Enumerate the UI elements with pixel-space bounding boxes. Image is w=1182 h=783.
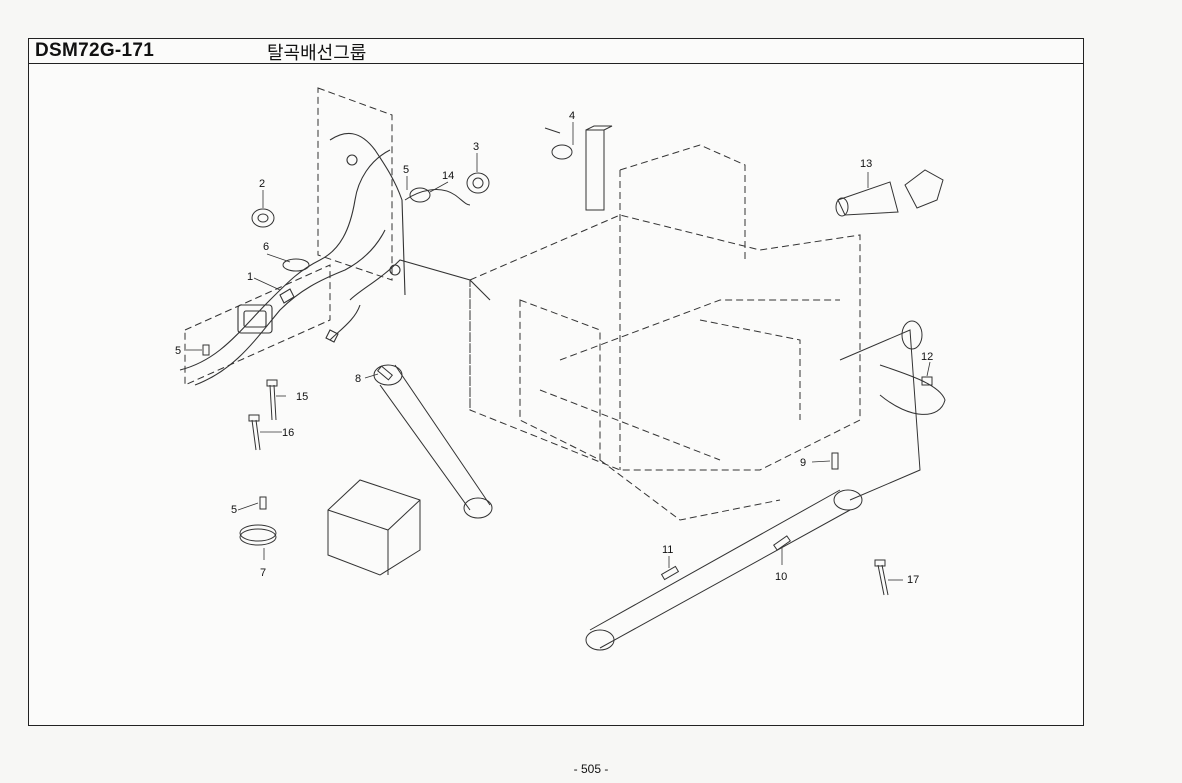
callout-14: 14 <box>442 170 454 182</box>
callout-6: 6 <box>263 241 269 253</box>
callout-11: 11 <box>662 544 673 556</box>
drawing-sheet: DSM72G-171 탈곡배선그룹 <box>28 38 1084 726</box>
callout-labels: 1 2 3 4 5 5 5 6 7 8 9 10 11 12 13 14 15 … <box>175 110 933 586</box>
page-number: - 505 - <box>573 762 609 776</box>
threshing-frame <box>469 144 861 521</box>
sensor-switch-4 <box>544 125 613 211</box>
callout-15: 15 <box>296 391 308 403</box>
belt-right <box>839 320 946 501</box>
sensor-10 <box>773 535 791 551</box>
belt-lower <box>585 489 863 651</box>
callout-17: 17 <box>907 574 919 586</box>
callout-8: 8 <box>355 373 361 385</box>
callout-13: 13 <box>860 158 872 170</box>
callout-7: 7 <box>260 567 266 579</box>
sensor-housing-13 <box>835 169 944 217</box>
hydraulic-tank <box>327 479 421 576</box>
clamp-7 <box>239 524 277 546</box>
callout-10: 10 <box>775 571 787 583</box>
sensor-11 <box>660 565 680 581</box>
bolt-17 <box>874 559 889 596</box>
grommet-2 <box>251 208 275 228</box>
wiring-panel <box>184 87 393 386</box>
belt-left <box>373 364 493 519</box>
callout-1: 1 <box>247 271 253 283</box>
band-6 <box>282 258 310 272</box>
clip-5-lower <box>259 496 267 510</box>
leader-lines <box>186 122 931 581</box>
sensor-8 <box>377 365 393 381</box>
sensor-12 <box>921 376 933 386</box>
section-title: 탈곡배선그룹 <box>267 43 367 64</box>
bolt-16 <box>248 414 261 451</box>
bolt-15 <box>266 379 278 421</box>
callout-2: 2 <box>259 178 265 190</box>
clip-5-left <box>202 344 210 356</box>
grommet-3 <box>466 172 490 194</box>
title-block: DSM72G-171 탈곡배선그룹 <box>29 39 1083 64</box>
sensor-9 <box>831 452 839 470</box>
callout-4: 4 <box>569 110 575 122</box>
callout-3: 3 <box>473 141 479 153</box>
callout-5-lower: 5 <box>231 504 237 516</box>
callout-5-left: 5 <box>175 345 181 357</box>
callout-16: 16 <box>282 427 294 439</box>
callout-5-top: 5 <box>403 164 409 176</box>
main-wiring-harness <box>179 132 491 386</box>
callout-9: 9 <box>800 457 806 469</box>
callout-12: 12 <box>921 351 933 363</box>
model-code: DSM72G-171 <box>35 40 155 61</box>
sub-harness <box>404 187 471 206</box>
